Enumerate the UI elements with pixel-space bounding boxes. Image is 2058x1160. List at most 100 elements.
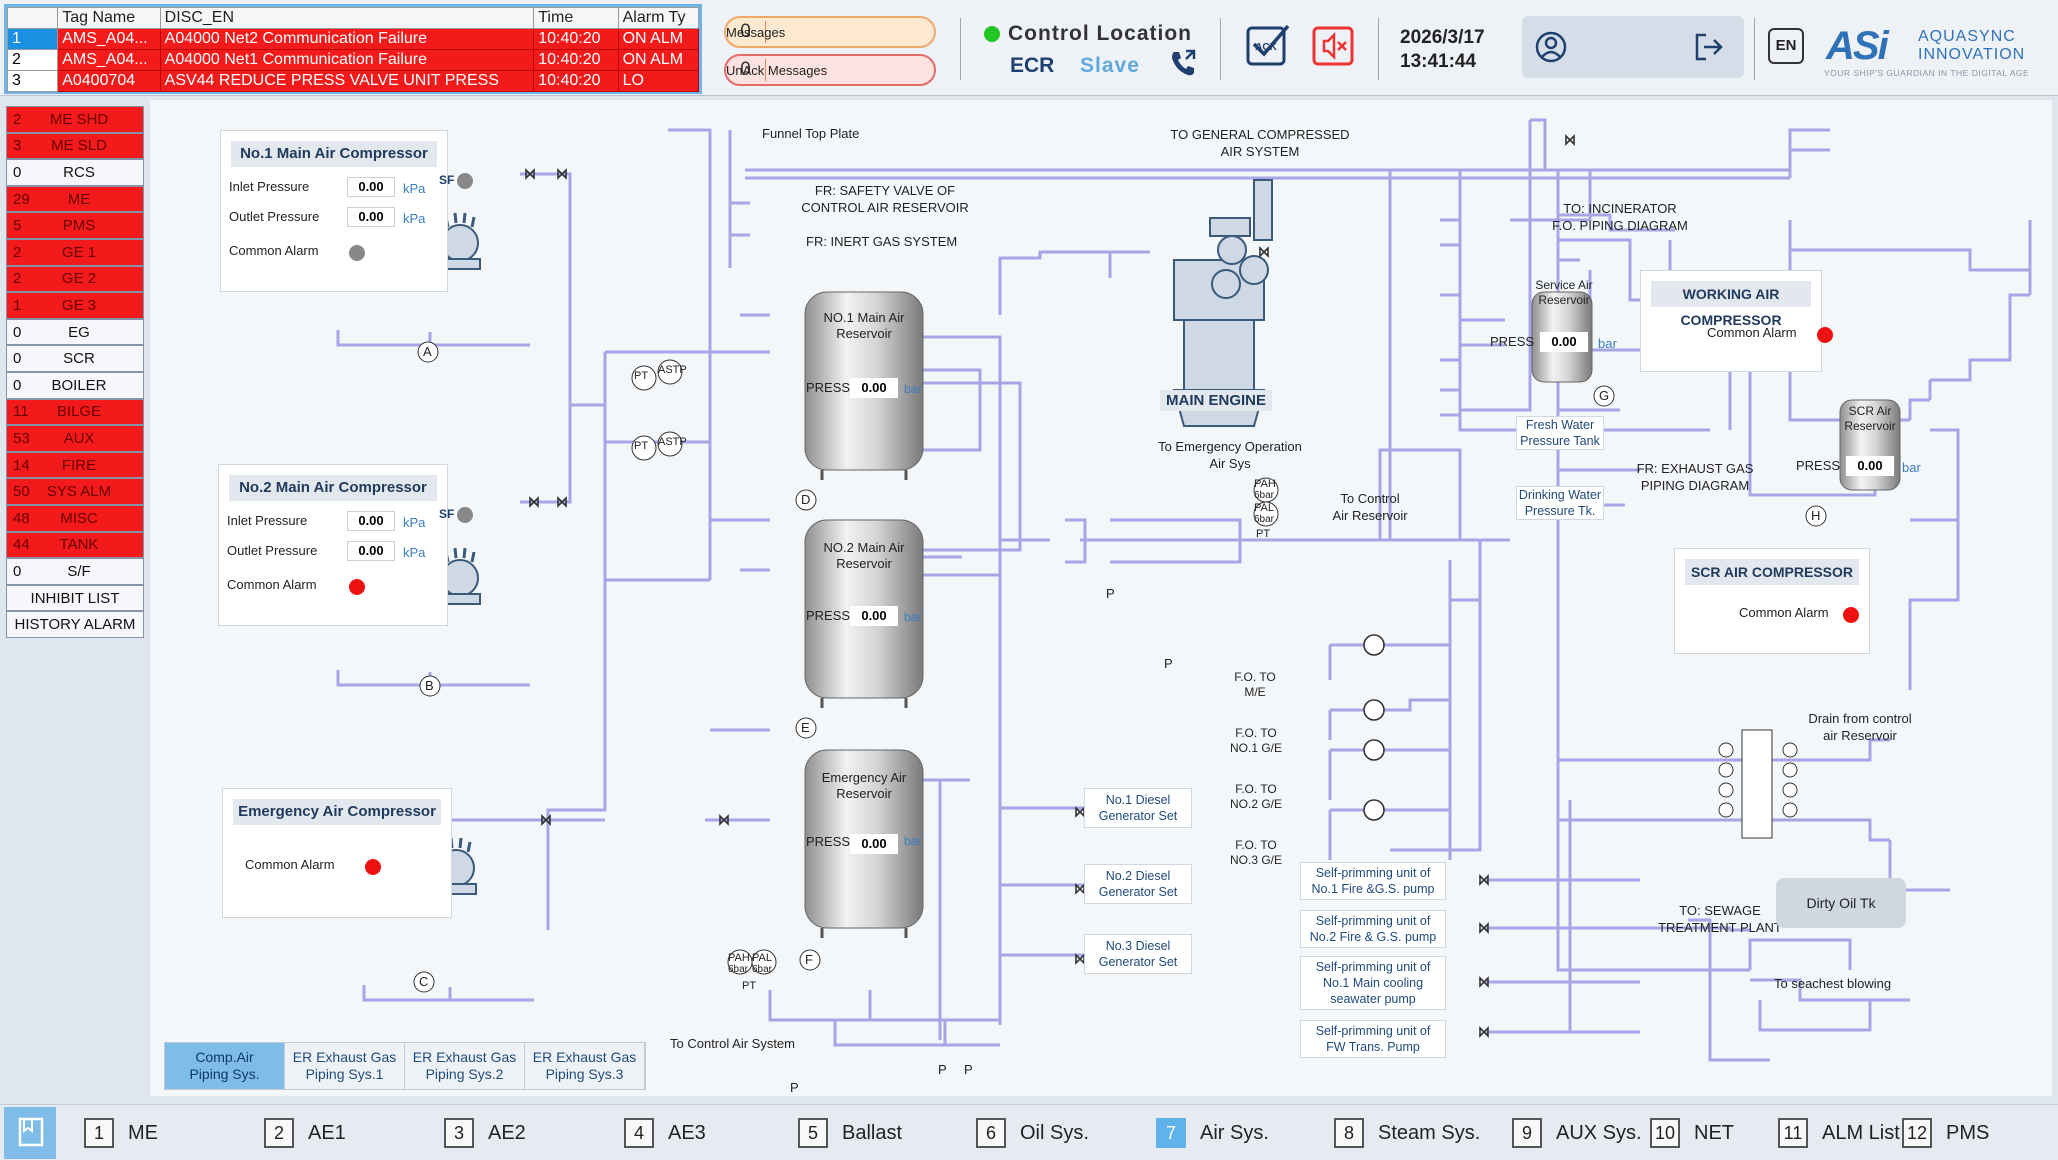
to-control-air-label: To Control Air System [670,1036,795,1051]
table-row[interactable]: 2 AMS_A04... A04000 Net1 Communication F… [6,49,700,71]
pal-label: PAL [752,952,772,964]
fr-safety-valve-line1: FR: SAFETY VALVE OF [814,183,956,198]
inhibit-list-button[interactable]: INHIBIT LIST [6,584,144,612]
common-alarm-label: Common Alarm [1739,605,1829,620]
unack-messages-button[interactable]: 0 UnAck Messages [724,54,936,86]
drinking-water-tank-label[interactable]: Drinking Water Pressure Tk. [1516,486,1604,520]
emergency-compressor-panel[interactable]: Emergency Air Compressor Common Alarm [222,788,452,918]
reservoir-1-press-label: PRESS [806,380,851,395]
bookmark-icon [18,1117,44,1147]
p-label: P [790,1080,799,1095]
nav-item-oil-sys[interactable]: 6 Oil Sys. [976,1115,1089,1151]
sf-label: SF [439,173,455,187]
self-priming-1-button[interactable]: Self-primming unit of No.1 Fire &G.S. pu… [1300,862,1446,900]
messages-button[interactable]: 0 Messages [724,16,936,48]
row-time: 10:40:20 [533,49,619,71]
nav-item-label: Oil Sys. [1020,1121,1089,1144]
drinking-water-line2: Pressure Tk. [1524,504,1596,518]
fresh-water-tank-label[interactable]: Fresh Water Pressure Tank [1516,416,1604,450]
pt-label: PT [634,440,649,452]
pah-label: PAH [1254,478,1276,490]
nav-item-label: ALM List [1822,1121,1900,1144]
nav-item-label: AUX Sys. [1556,1121,1642,1144]
row-description: A04000 Net1 Communication Failure [159,49,535,71]
p-label: P [1164,656,1173,671]
user-panel [1522,16,1744,78]
svg-text:ACK: ACK [1255,42,1277,53]
history-alarm-button[interactable]: HISTORY ALARM [6,611,144,638]
mute-icon[interactable] [1308,20,1360,72]
common-alarm-label: Common Alarm [229,243,319,258]
fo-to-ge2-line1: F.O. TO [1235,782,1277,796]
subtab-line1: ER Exhaust Gas [412,1049,517,1065]
scr-compressor-panel[interactable]: SCR AIR COMPRESSOR Common Alarm [1674,548,1870,654]
col-index [6,7,59,29]
reservoir-1-name-line2: Reservoir [836,326,892,341]
diesel-gen-3-button[interactable]: No.3 Diesel Generator Set [1084,934,1192,974]
dirty-oil-tank[interactable]: Dirty Oil Tk [1776,878,1906,928]
self-priming-2-button[interactable]: Self-primming unit of No.2 Fire & G.S. p… [1300,910,1446,948]
diesel-gen-2-button[interactable]: No.2 Diesel Generator Set [1084,864,1192,904]
logout-icon[interactable] [1692,30,1726,64]
group-count: 0 [13,323,22,341]
table-row[interactable]: 3 A0400704 ASV44 REDUCE PRESS VALVE UNIT… [6,70,700,92]
alarm-summary-table[interactable]: Tag Name DISC_EN Time Alarm Ty 1 AMS_A04… [4,4,702,94]
diesel-gen-1-button[interactable]: No.1 Diesel Generator Set [1084,788,1192,828]
nav-item-number: 4 [624,1118,654,1148]
to-seachest-label: To seachest blowing [1774,976,1892,991]
compressor-1-panel[interactable]: No.1 Main Air Compressor Inlet Pressure … [220,130,473,292]
user-icon[interactable] [1534,30,1568,64]
home-button[interactable] [4,1107,56,1159]
phone-icon[interactable] [1166,46,1200,80]
group-label: ME SLD [51,137,107,155]
drain-line1: Drain from control [1808,711,1912,726]
compressor-2-panel[interactable]: No.2 Main Air Compressor Inlet Pressure … [218,464,473,626]
language-button[interactable]: EN [1768,28,1804,64]
self-priming-3-button[interactable]: Self-primming unit of No.1 Main cooling … [1300,956,1446,1010]
working-compressor-panel[interactable]: WORKING AIR COMPRESSOR Common Alarm [1640,270,1833,372]
nav-item-number: 6 [976,1118,1006,1148]
ack-icon[interactable]: ACK [1242,20,1294,72]
instrument-bubbles [631,359,1279,975]
logo-name-line1: AQUASYNC [1918,28,2016,45]
table-row[interactable]: 1 AMS_A04... A04000 Net2 Communication F… [6,28,700,50]
group-label: SCR [63,350,95,368]
fo-to-ge1-line2: NO.1 G/E [1229,741,1282,755]
self-priming-4-button[interactable]: Self-primming unit of FW Trans. Pump [1300,1020,1446,1058]
service-reservoir-press-label: PRESS [1490,334,1535,349]
group-label: AUX [63,429,95,447]
